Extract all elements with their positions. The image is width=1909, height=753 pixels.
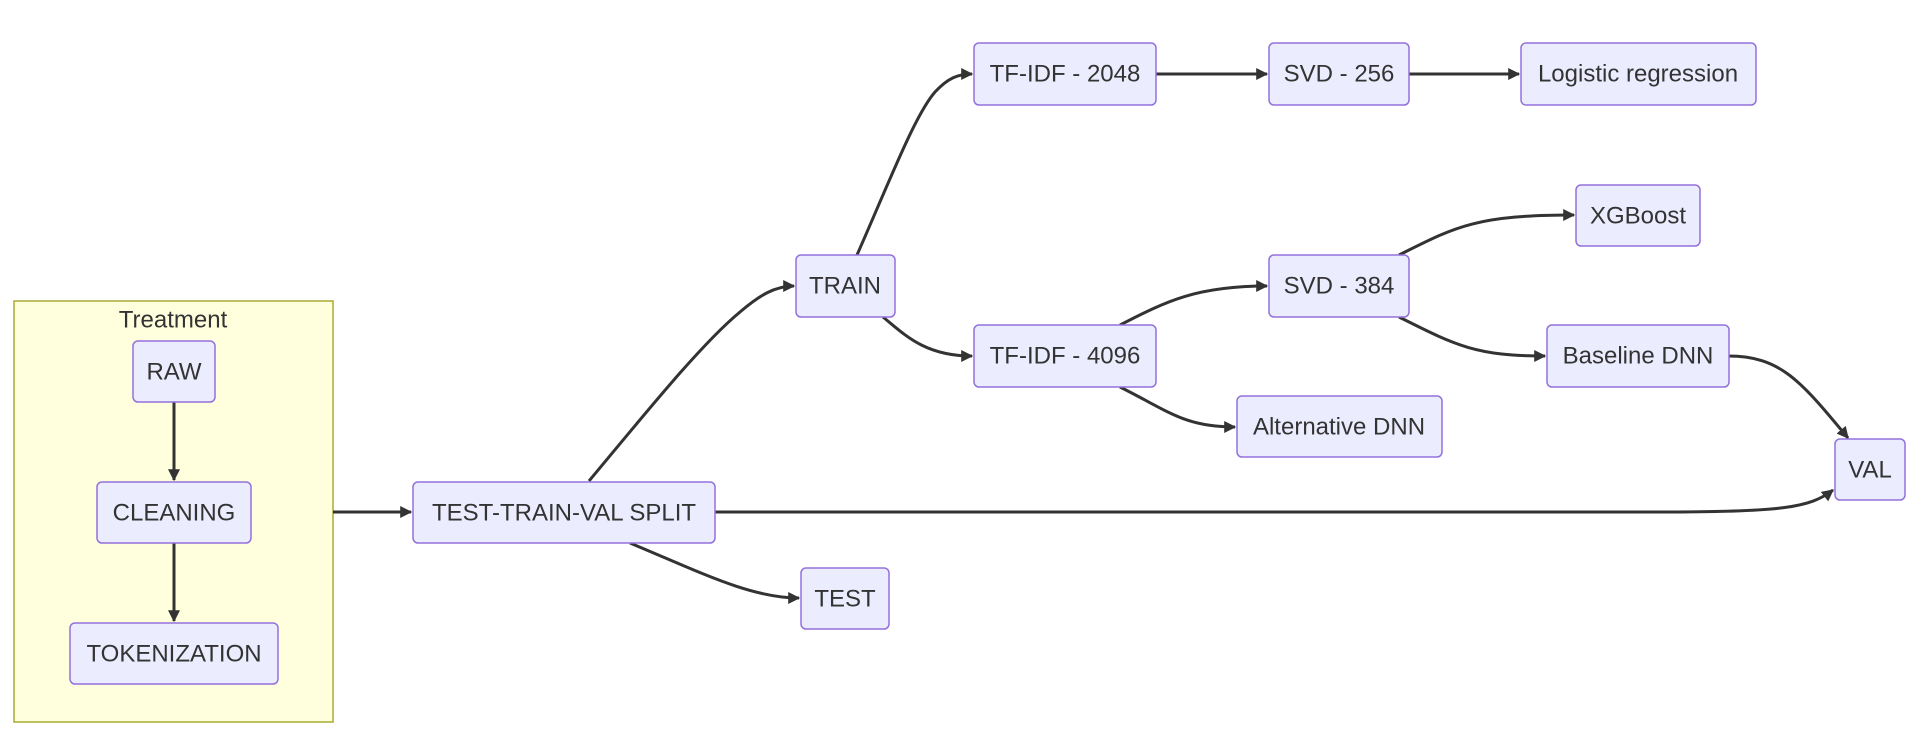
node-train-label: TRAIN [809,273,881,300]
edge-tfidf4096-svd384 [1119,280,1269,327]
node-baseline-dnn-label: Baseline DNN [1563,343,1714,370]
node-logistic-regression: Logistic regression [1520,42,1757,106]
node-val-label: VAL [1848,457,1892,484]
edge-svd384-baselinednn [1398,315,1547,362]
node-alternative-dnn: Alternative DNN [1236,395,1443,458]
node-raw-label: RAW [146,359,201,386]
node-tfidf-4096: TF-IDF - 4096 [973,324,1157,388]
edges [168,68,1850,623]
node-test: TEST [800,567,890,630]
node-test-label: TEST [814,586,876,613]
edge-split-train [587,280,796,482]
node-xgboost-label: XGBoost [1590,203,1686,230]
node-svd-256-label: SVD - 256 [1284,61,1395,88]
node-val: VAL [1834,438,1906,501]
edge-train-tfidf2048 [855,68,974,256]
node-tfidf-2048-label: TF-IDF - 2048 [990,61,1141,88]
node-cleaning: CLEANING [96,481,252,544]
edge-split-test [629,541,801,604]
node-tfidf-4096-label: TF-IDF - 4096 [990,343,1141,370]
edge-tfidf4096-altdnn [1119,385,1237,433]
node-svd-384-label: SVD - 384 [1284,273,1395,300]
node-train: TRAIN [795,254,896,318]
node-xgboost: XGBoost [1575,184,1701,247]
edge-split-val [715,488,1834,514]
edge-train-tfidf4096 [882,315,974,362]
edge-svd384-xgboost [1398,209,1576,257]
node-logistic-regression-label: Logistic regression [1538,61,1738,88]
treatment-cluster-label: Treatment [119,307,228,334]
node-baseline-dnn: Baseline DNN [1546,324,1730,388]
node-split: TEST-TRAIN-VAL SPLIT [412,481,716,544]
node-cleaning-label: CLEANING [113,500,236,527]
node-raw: RAW [132,340,216,403]
node-svd-256: SVD - 256 [1268,42,1410,106]
node-tokenization-label: TOKENIZATION [86,641,261,668]
edge-baselinednn-val [1727,354,1850,439]
node-alternative-dnn-label: Alternative DNN [1253,414,1425,441]
node-tfidf-2048: TF-IDF - 2048 [973,42,1157,106]
node-svd-384: SVD - 384 [1268,254,1410,318]
node-split-label: TEST-TRAIN-VAL SPLIT [432,500,696,527]
node-tokenization: TOKENIZATION [69,622,279,685]
